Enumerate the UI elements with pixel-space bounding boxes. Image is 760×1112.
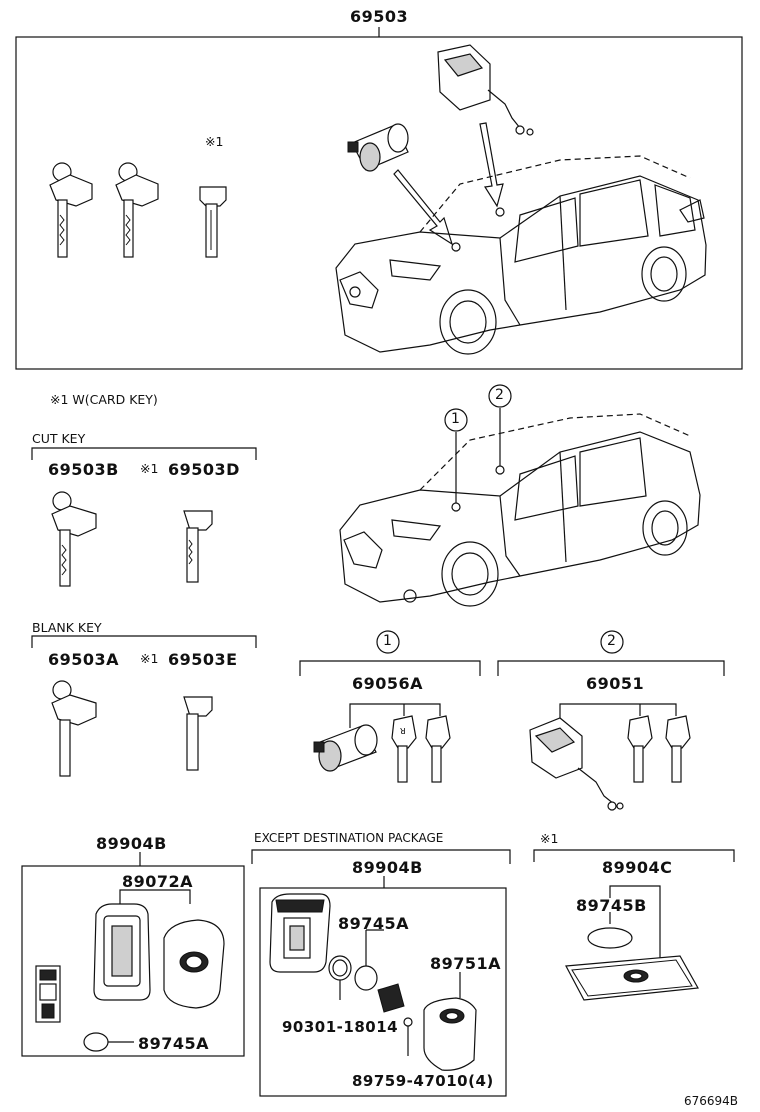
arrow-icon [393,169,454,246]
group1-bracket [299,660,481,676]
key-icon [115,162,159,258]
fob-cover-icon [163,919,225,1009]
key-icon: ꓤ [391,715,417,783]
screw-icon [403,1017,413,1056]
blank-key-part-number: 69503A [48,650,120,669]
callout-2-number: 2 [607,633,616,649]
top-assembly-frame [15,27,743,370]
battery-icon [83,1032,134,1052]
key-icon [51,680,97,777]
fob-case-bracket [119,889,191,904]
key-icon [49,162,93,258]
key-icon [425,715,451,783]
card-key-mark: ※1 [540,831,559,846]
circuit-board-icon [377,983,405,1013]
lock-cylinder-icon [347,123,409,172]
card-key-icon [565,955,699,1001]
card-key-note: ※1 W(CARD KEY) [50,392,158,407]
card-key-mark: ※1 [140,651,159,666]
card-key-mark: ※1 [140,461,159,476]
fob-mid-ring-part: 90301-18014 [282,1018,399,1036]
cut-key-part-number: 69503B [48,460,119,479]
blank-key-bracket [31,635,257,648]
card-key-icon [183,696,213,771]
cut-key-bracket [31,447,257,460]
fob-cover-icon [423,972,477,1071]
group2-bracket [497,660,725,676]
callout-1-number: 1 [451,411,460,427]
callout-2-marker [600,630,624,654]
card-key-bracket [533,849,735,862]
ignition-switch-icon [437,44,534,136]
callout-1-number: 1 [383,633,392,649]
fob-mid-battery-part: 89745A [338,914,410,933]
cut-card-key-part-number: 69503D [168,460,240,479]
assembly-part-number: 69503 [350,7,409,26]
fob-right-battery-part: 89745B [576,896,647,915]
fob-right-title: 89904C [602,858,673,877]
blank-card-key-part-number: 69503E [168,650,238,669]
circuit-board-icon [35,965,61,1023]
card-key-leader [609,885,661,960]
card-key-icon [183,510,213,583]
battery-icon [354,929,384,991]
fob-mid-screw-part: 89759-47010(4) [352,1072,494,1090]
fob-left-case-part: 89072A [122,872,194,891]
vehicle-illustration [335,155,707,355]
fob-case-icon [269,893,331,973]
fob-case-icon [93,903,151,1001]
callout-1-marker [444,408,468,432]
lock-cylinder-icon [313,703,441,772]
callout-1-marker [376,630,400,654]
fob-mid-cover-part: 89751A [430,954,502,973]
fob-mid-frame [259,887,507,1097]
card-key-mark: ※1 [205,134,224,149]
group1-part-number: 69056A [352,674,424,693]
arrow-icon [479,122,504,208]
except-destination-label: EXCEPT DESTINATION PACKAGE [254,831,444,845]
fob-left-battery-part: 89745A [138,1034,210,1053]
fob-mid-title: 89904B [352,858,423,877]
cut-key-label: CUT KEY [32,431,86,446]
callout-2-number: 2 [495,387,504,403]
diagram-id: 676694B [684,1094,739,1108]
except-bracket [251,849,511,864]
o-ring-icon [328,955,352,1000]
ignition-switch-icon [529,703,677,811]
key-icon [627,715,653,783]
key-icon [665,715,691,783]
vehicle-illustration [339,413,701,607]
fob-left-title: 89904B [96,834,167,853]
group2-part-number: 69051 [586,674,645,693]
card-key-icon [199,186,227,258]
fob-left-frame [21,865,245,1057]
callout-2-marker [488,384,512,408]
blank-key-label: BLANK KEY [32,620,102,635]
svg-text:ꓤ: ꓤ [400,727,406,736]
key-icon [51,491,97,587]
battery-icon [587,927,633,949]
